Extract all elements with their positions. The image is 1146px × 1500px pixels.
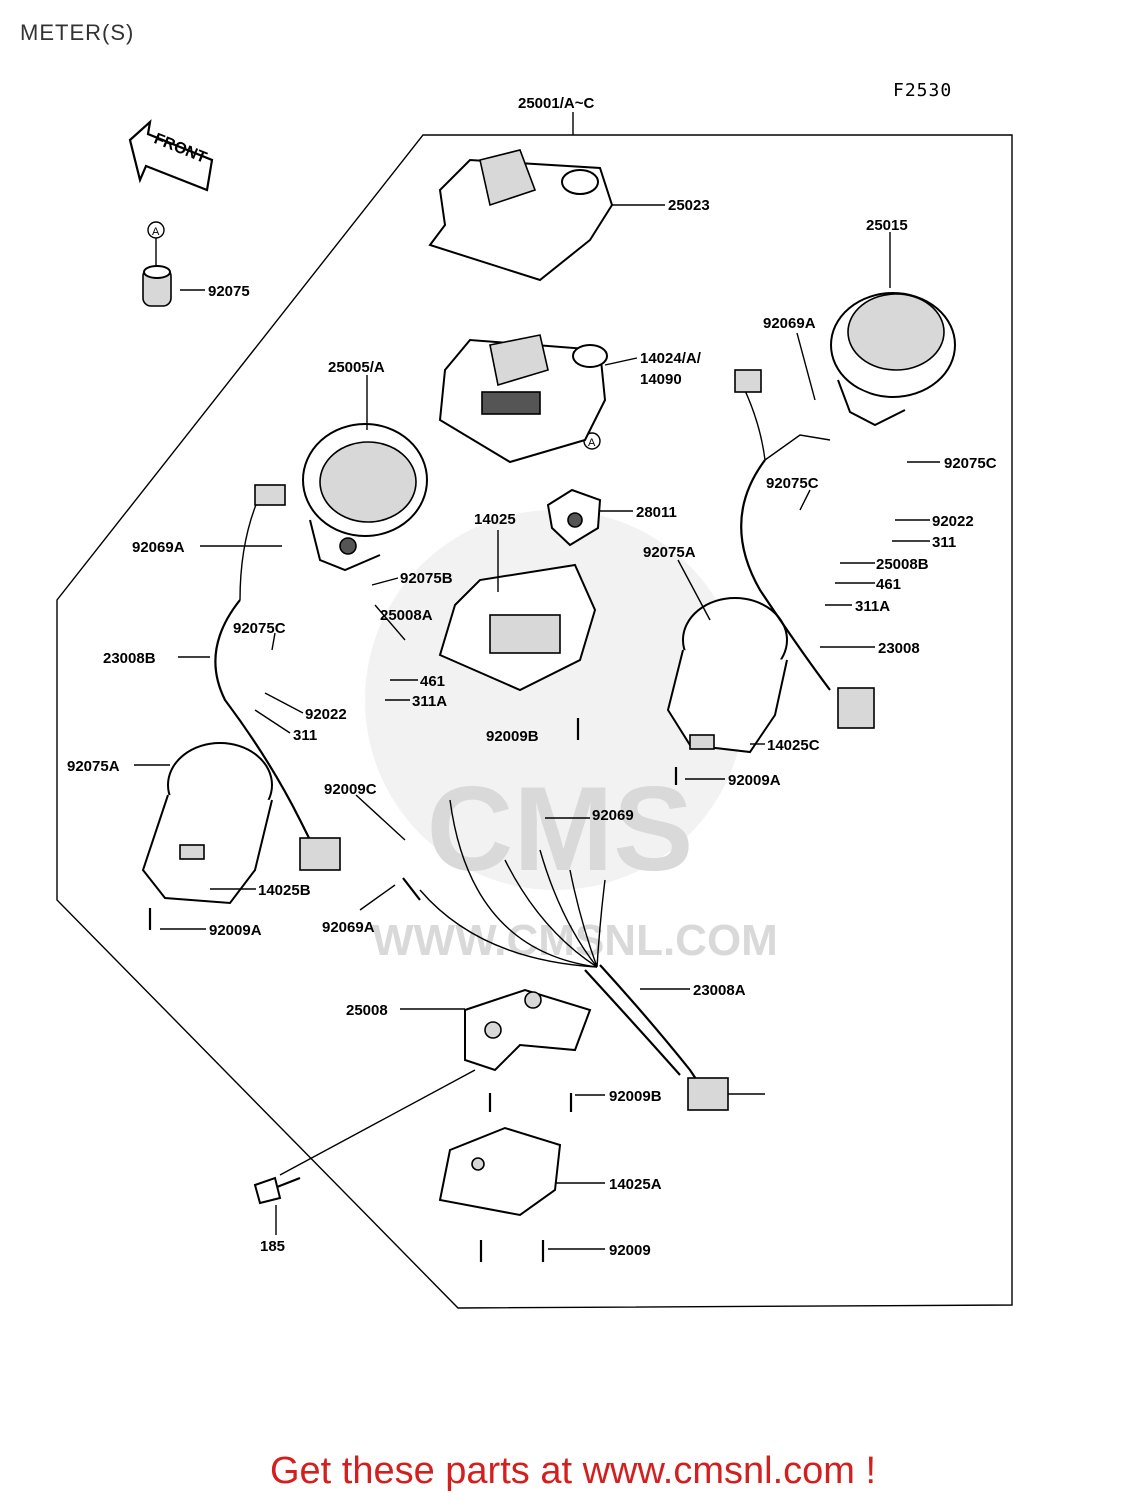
part-label: 92022 bbox=[305, 706, 347, 723]
part-label: 25015 bbox=[866, 217, 908, 234]
indicator-housing-part bbox=[438, 530, 597, 692]
front-arrow: FRONT bbox=[128, 119, 214, 192]
part-label: 92069A bbox=[132, 539, 185, 556]
part-label: 311A bbox=[412, 693, 447, 710]
ref-marker-top: A bbox=[147, 221, 165, 239]
part-label: 92009B bbox=[486, 728, 539, 745]
part-label: 311 bbox=[293, 727, 317, 744]
part-label: 25008B bbox=[876, 556, 929, 573]
part-label: 92009 bbox=[609, 1242, 651, 1259]
part-label: 92075 bbox=[208, 283, 250, 300]
part-label: 92009A bbox=[728, 772, 781, 789]
parts-diagram: CMS WWW.CMSNL.COM FRONT A A bbox=[56, 95, 1013, 1309]
part-label: 14090 bbox=[640, 371, 682, 388]
part-label: 92009C bbox=[324, 781, 377, 798]
watermark-brand: CMS bbox=[427, 762, 694, 896]
part-label: 25005/A bbox=[328, 359, 385, 376]
part-label: 92069 bbox=[592, 807, 634, 824]
figure-code: F2530 bbox=[893, 80, 953, 101]
part-label: 461 bbox=[420, 673, 445, 690]
part-label: 92009A bbox=[209, 922, 262, 939]
front-arrow-label: FRONT bbox=[151, 130, 209, 166]
part-labels: 25001/A~C 25023 25015 92075 92069A 14024… bbox=[67, 95, 997, 1259]
part-label: 92009B bbox=[609, 1088, 662, 1105]
part-label: 25008 bbox=[346, 1002, 388, 1019]
part-label: 25001/A~C bbox=[518, 95, 594, 112]
part-label: 14025 bbox=[474, 511, 516, 528]
socket-28011-part bbox=[546, 488, 602, 547]
part-label: 92075C bbox=[233, 620, 286, 637]
meter-top-cover-part bbox=[428, 149, 614, 282]
bracket-25008-part bbox=[464, 988, 592, 1072]
part-label: 23008A bbox=[693, 982, 746, 999]
leader-lines bbox=[134, 112, 940, 1250]
bolt-185-part bbox=[253, 1069, 476, 1205]
ref-marker-letter: A bbox=[152, 226, 160, 238]
part-label: 14025A bbox=[609, 1176, 662, 1193]
part-label: 92075A bbox=[643, 544, 696, 561]
ref-marker-letter: A bbox=[588, 437, 596, 449]
screws bbox=[148, 718, 678, 1262]
speedometer-part bbox=[302, 375, 428, 572]
meter-cup-right-part bbox=[666, 597, 788, 754]
part-label: 92075A bbox=[67, 758, 120, 775]
part-label: 92069A bbox=[322, 919, 375, 936]
part-label: 92022 bbox=[932, 513, 974, 530]
part-label: 92075C bbox=[944, 455, 997, 472]
part-label: 14025C bbox=[767, 737, 820, 754]
part-label: 311 bbox=[932, 534, 956, 551]
part-label: 92069A bbox=[763, 315, 816, 332]
part-label: 23008B bbox=[103, 650, 156, 667]
part-label: 28011 bbox=[636, 504, 677, 521]
part-label: 461 bbox=[876, 576, 901, 593]
grommet-part bbox=[142, 238, 172, 307]
main-harness-part bbox=[419, 799, 765, 1111]
part-label: 14024/A/ bbox=[640, 350, 702, 367]
meter-housing-part bbox=[438, 334, 608, 464]
part-label: 23008 bbox=[878, 640, 920, 657]
speedo-harness-part bbox=[214, 484, 341, 871]
tachometer-part bbox=[830, 232, 956, 427]
part-label: 92075C bbox=[766, 475, 819, 492]
meter-cup-left-part bbox=[141, 742, 273, 905]
part-label: 25023 bbox=[668, 197, 710, 214]
cta-link[interactable]: Get these parts at www.cmsnl.com ! bbox=[269, 1450, 877, 1492]
page-title: METER(S) bbox=[20, 20, 135, 45]
part-label: 14025B bbox=[258, 882, 311, 899]
part-label: 311A bbox=[855, 598, 890, 615]
cover-14025A-part bbox=[438, 1126, 562, 1217]
part-label: 92075B bbox=[400, 570, 453, 587]
part-label: 185 bbox=[260, 1238, 285, 1255]
tach-harness-part bbox=[734, 369, 875, 729]
part-label: 25008A bbox=[380, 607, 433, 624]
assembly-frame bbox=[56, 134, 1013, 1309]
watermark-url: WWW.CMSNL.COM bbox=[372, 916, 778, 965]
